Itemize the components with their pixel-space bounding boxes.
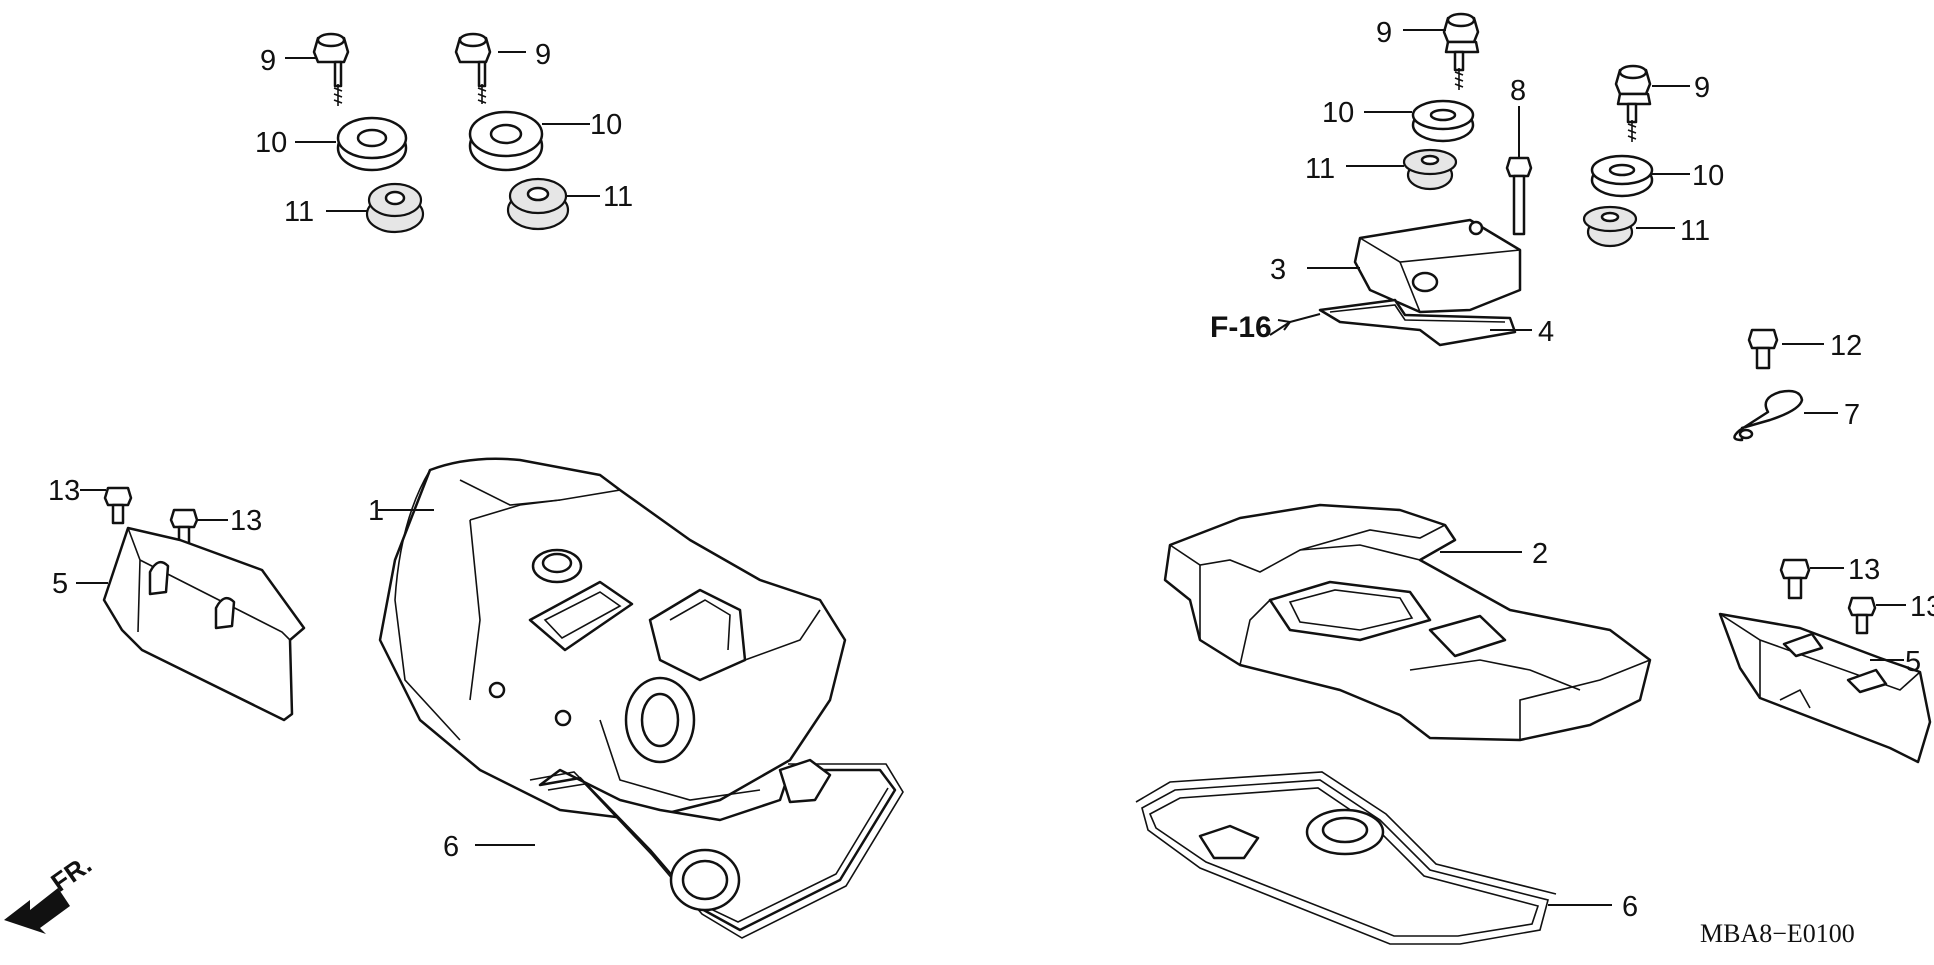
grommet-11-top-right-a [1402, 148, 1458, 191]
bolt-9-top-left-a [312, 32, 350, 106]
label-1: 1 [368, 495, 384, 527]
washer-10-top-left-a [336, 116, 408, 172]
label-10: 10 [1692, 160, 1724, 192]
label-3: 3 [1270, 254, 1286, 286]
label-9: 9 [535, 39, 551, 71]
cover-gasket-6-right [1135, 771, 1557, 945]
breather-cover-3 [1353, 218, 1522, 314]
cylinder-head-cover-2 [1163, 503, 1652, 742]
bolt-9-top-left-b [454, 32, 492, 104]
grommet-11-top-left-b [506, 177, 570, 231]
label-11: 11 [1305, 153, 1335, 185]
label-4: 4 [1538, 316, 1554, 348]
diagram-code: MBA8−E0100 [1700, 919, 1855, 948]
cylinder-head-cover-1 [378, 457, 847, 822]
label-11: 11 [284, 196, 314, 228]
label-13: 13 [48, 475, 80, 507]
front-direction-label: FR. [45, 849, 97, 898]
label-13: 13 [1910, 591, 1934, 623]
label-5: 5 [52, 568, 68, 600]
bolt-13-left-a [103, 486, 133, 525]
front-direction-arrow-icon [4, 888, 70, 934]
label-10: 10 [590, 109, 622, 141]
washer-10-top-right-b [1590, 154, 1654, 198]
label-9: 9 [1694, 72, 1710, 104]
label-11: 11 [603, 181, 633, 213]
label-7: 7 [1844, 399, 1860, 431]
label-6: 6 [1622, 891, 1638, 923]
label-13: 13 [1848, 554, 1880, 586]
gasket-4 [1318, 298, 1517, 347]
label-8: 8 [1510, 75, 1526, 107]
label-9: 9 [260, 45, 276, 77]
bolt-12 [1747, 328, 1779, 370]
label-12: 12 [1830, 330, 1862, 362]
washer-10-top-right-a [1411, 99, 1475, 143]
label-10: 10 [1322, 97, 1354, 129]
grommet-11-top-left-a [365, 182, 425, 234]
bolt-9-top-right-a [1442, 12, 1480, 90]
washer-10-top-left-b [468, 110, 544, 172]
bolt-13-right-a [1779, 558, 1811, 600]
reference-label: F-16 [1210, 311, 1272, 344]
label-13: 13 [230, 505, 262, 537]
label-5: 5 [1905, 646, 1921, 678]
label-10: 10 [255, 127, 287, 159]
bolt-9-top-right-b [1614, 64, 1652, 142]
side-cover-5-right [1718, 612, 1932, 764]
bolt-8 [1505, 156, 1533, 236]
cover-gasket-6-left [529, 758, 904, 939]
clamp-7 [1733, 389, 1804, 442]
label-11: 11 [1680, 215, 1710, 247]
label-9: 9 [1376, 17, 1392, 49]
side-cover-5-left [102, 526, 306, 722]
label-2: 2 [1532, 538, 1548, 570]
grommet-11-top-right-b [1582, 205, 1638, 248]
label-6: 6 [443, 831, 459, 863]
bolt-13-right-b [1847, 596, 1877, 635]
